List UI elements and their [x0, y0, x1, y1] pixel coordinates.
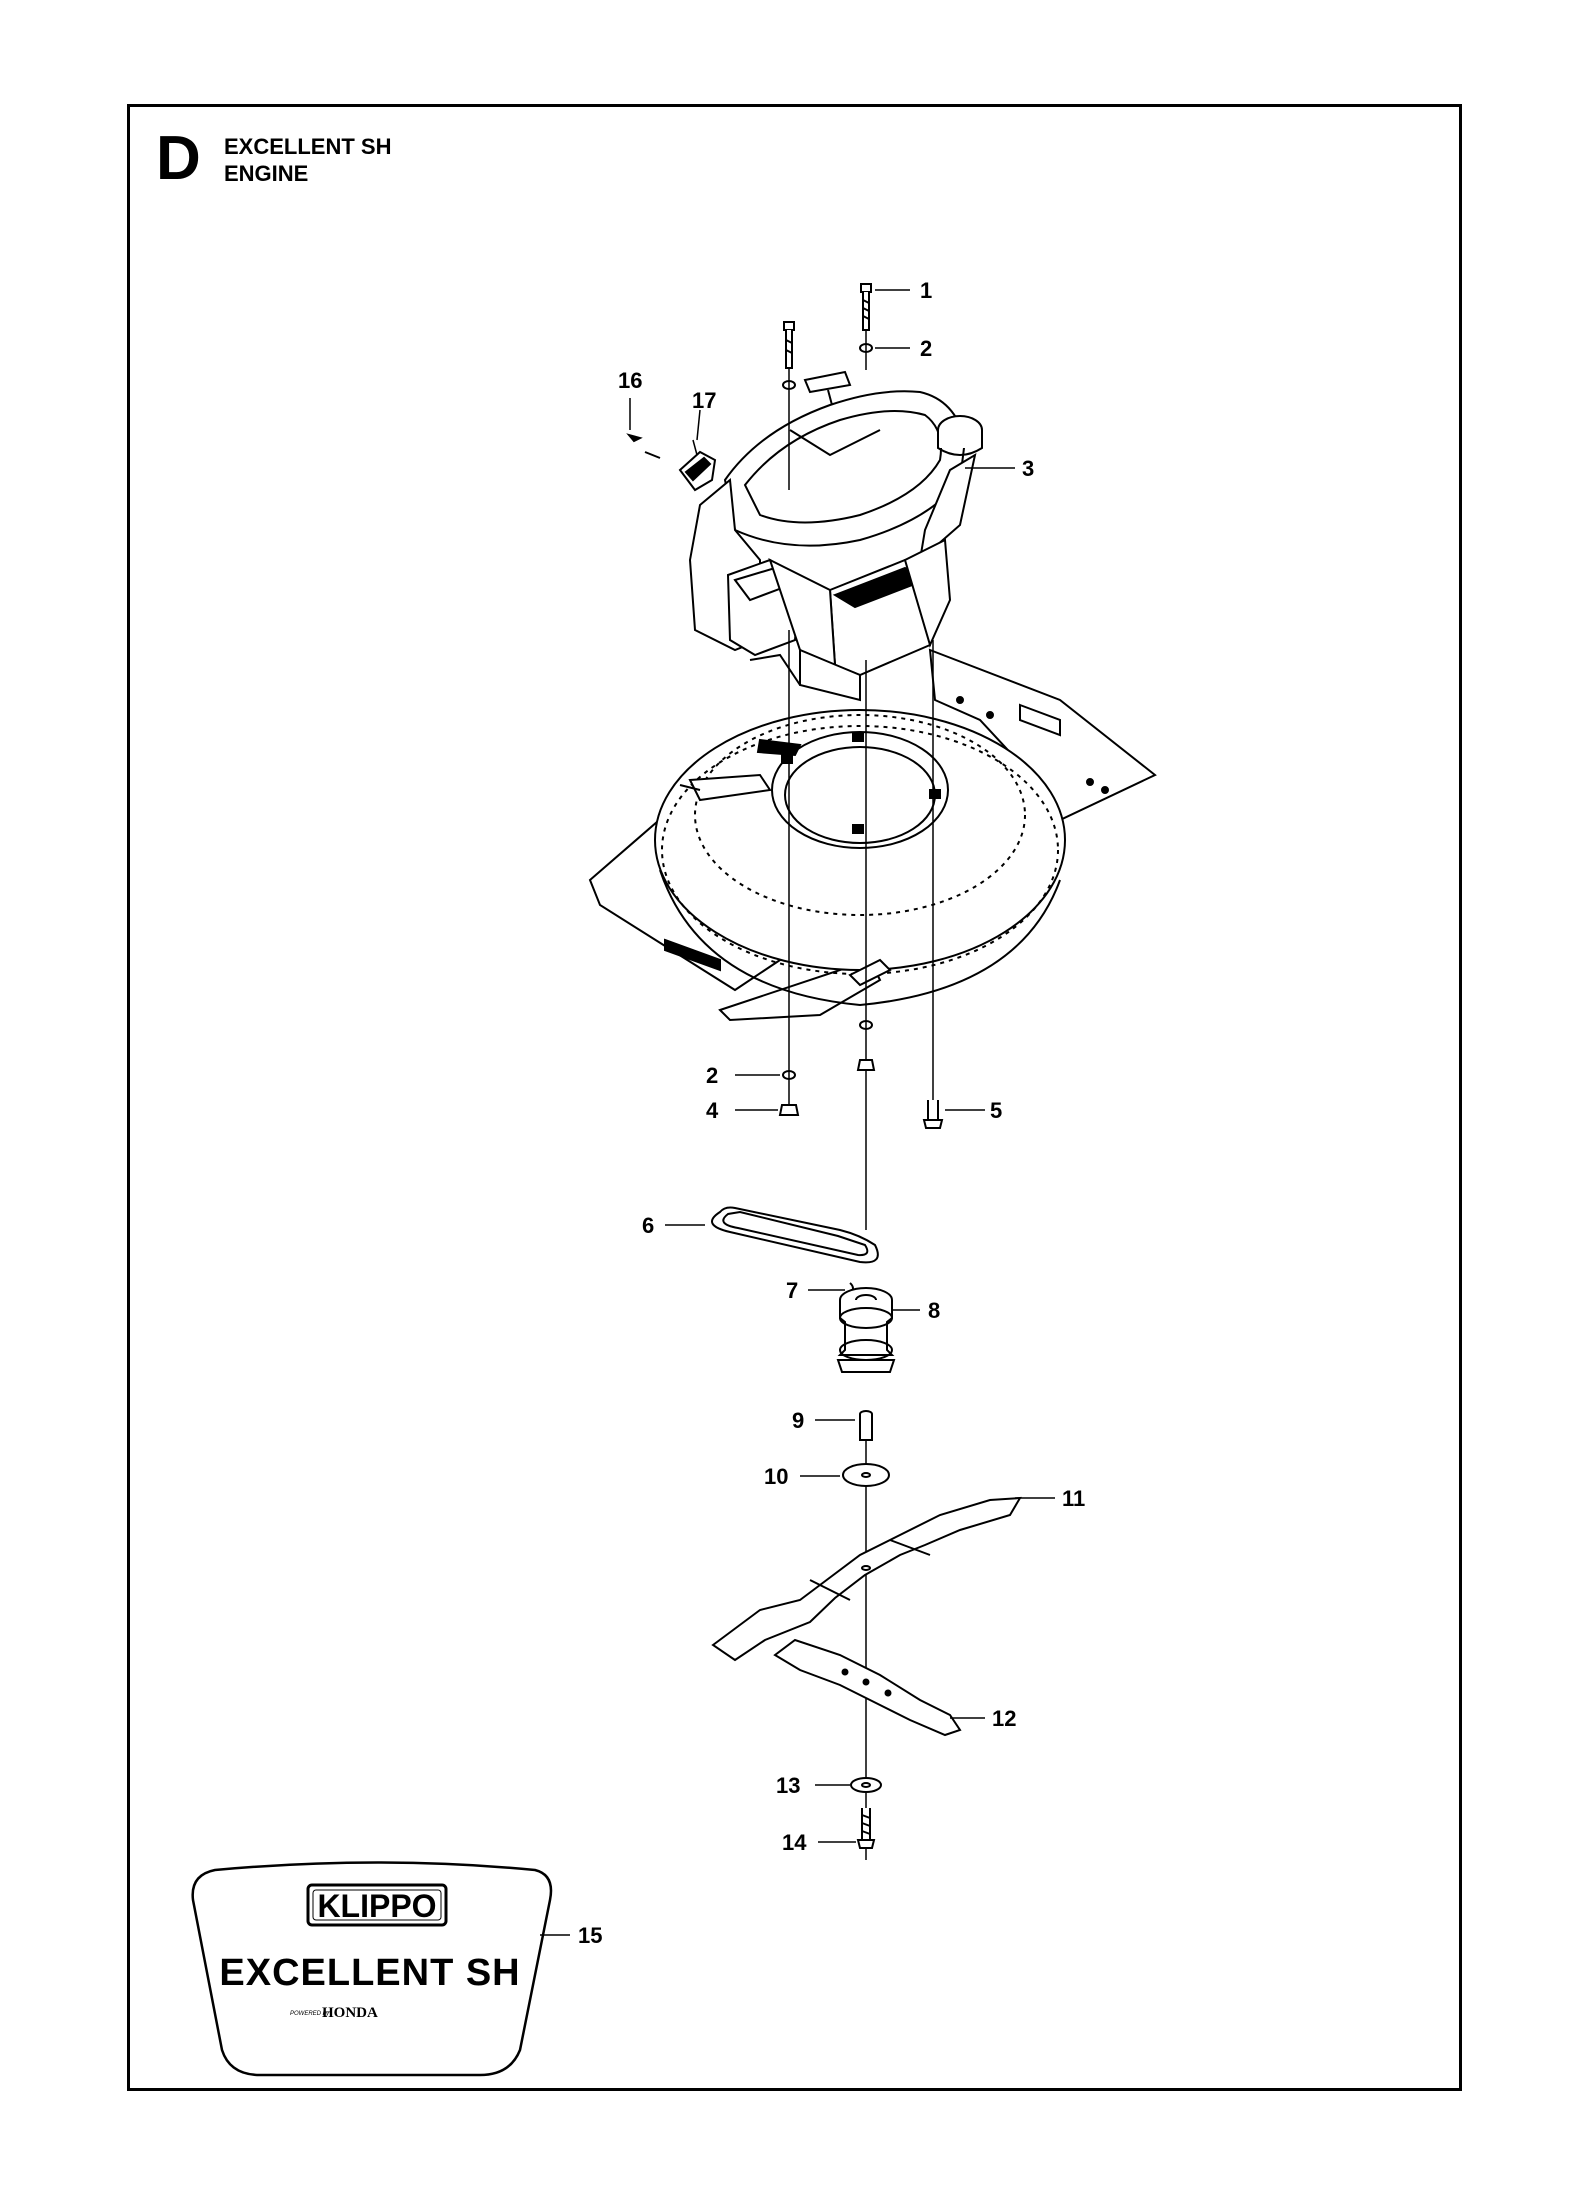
part-9-spacer [859, 1410, 873, 1441]
callout-15: 15 [578, 1923, 602, 1948]
part-13-washer [850, 1777, 882, 1793]
mower-deck [588, 648, 1157, 1022]
callout-14: 14 [782, 1830, 807, 1855]
callout-10: 10 [764, 1464, 788, 1489]
callout-7: 7 [786, 1278, 798, 1303]
callout-16: 16 [618, 368, 642, 393]
callout-2: 2 [920, 336, 932, 361]
part-4-nut [778, 1104, 800, 1116]
callout-6: 6 [642, 1213, 654, 1238]
part-2-washer-lower [782, 1070, 796, 1080]
drawing-frame [127, 104, 1462, 2091]
callout-11: 11 [1062, 1486, 1085, 1511]
part-17-cover [678, 439, 717, 492]
callout-1: 1 [920, 278, 932, 303]
decal-powered-by: POWERED by [290, 2011, 330, 2017]
callout-12: 12 [992, 1706, 1016, 1731]
callout-3: 3 [1022, 456, 1034, 481]
part-11-blade [711, 1496, 1022, 1662]
part-2-washer-centre [859, 1020, 873, 1030]
group-title: ENGINE [224, 161, 309, 186]
part-10-washer [842, 1463, 890, 1487]
decal-brand: KLIPPO [317, 1888, 436, 1924]
leader-lines [540, 289, 1055, 1936]
decal-model: EXCELLENT SH [219, 1952, 520, 1994]
decal-engine-brand: HONDA [322, 2005, 378, 2021]
engine-assembly [688, 370, 983, 702]
part-8-pulley [836, 1287, 896, 1373]
callout-13: 13 [776, 1773, 800, 1798]
part-14-bolt [856, 1808, 876, 1849]
model-title: EXCELLENT SH [224, 134, 392, 159]
callout-5: 5 [990, 1098, 1002, 1123]
callout-8: 8 [928, 1298, 940, 1323]
section-letter: D [156, 124, 201, 193]
part-12-blade [773, 1638, 962, 1737]
part-16-screw [626, 433, 661, 459]
part-2-washer [859, 343, 873, 353]
callout-9: 9 [792, 1408, 804, 1433]
callout-2-lower: 2 [706, 1063, 718, 1088]
callout-4: 4 [706, 1098, 719, 1123]
part-6-belt [711, 1206, 879, 1264]
part-1-bolt-left [783, 321, 795, 369]
callout-17: 17 [692, 388, 716, 413]
part-4-nut-centre [856, 1059, 876, 1071]
part-5-bolt [922, 1100, 944, 1129]
part-1-bolt [860, 283, 872, 331]
part-15-decal [191, 1861, 553, 2077]
part-2-washer-left [782, 380, 796, 390]
